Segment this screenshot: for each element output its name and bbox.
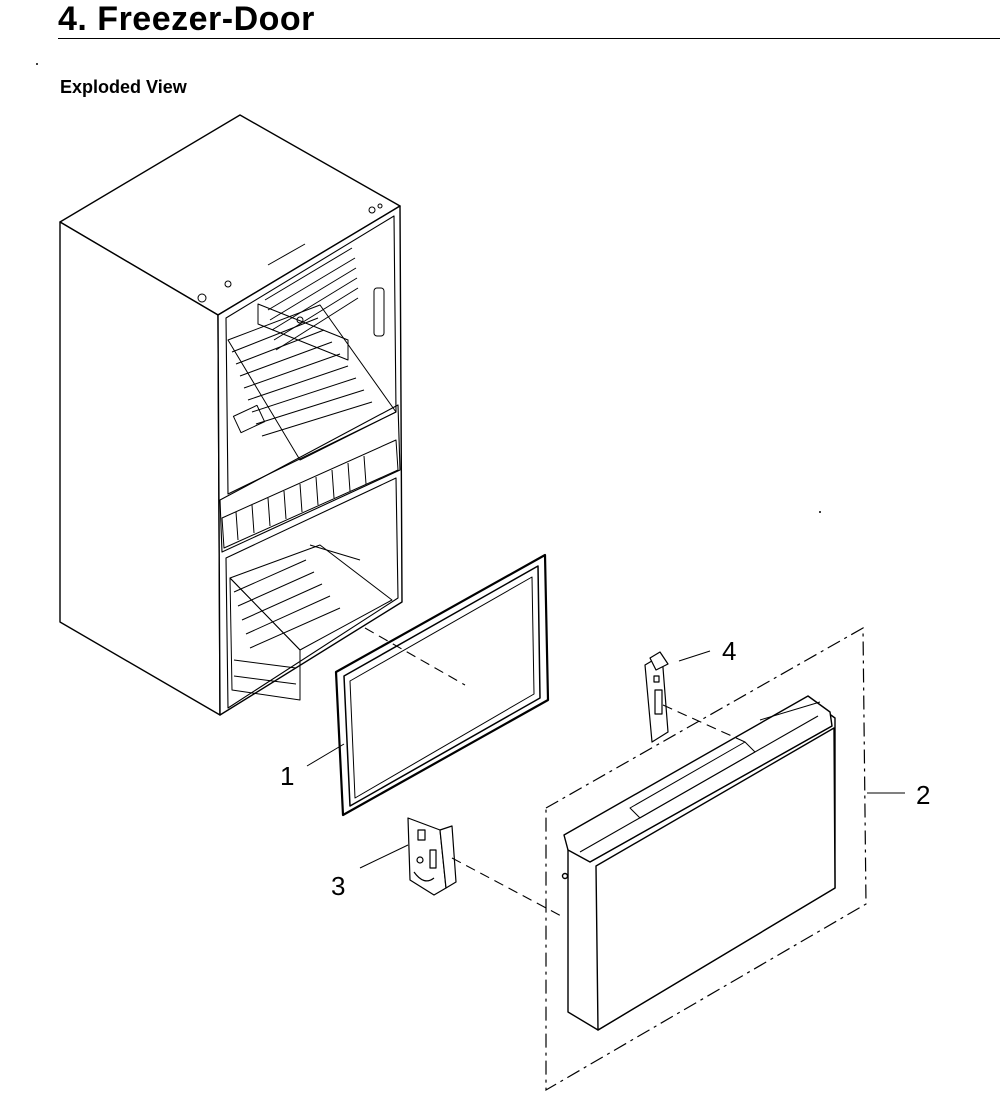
callout-2: 2	[916, 780, 930, 810]
callout-3: 3	[331, 871, 345, 901]
freezer-door-assembly	[561, 695, 836, 1031]
section-label: Exploded View	[60, 77, 187, 97]
door-gasket	[334, 553, 550, 817]
speck	[36, 63, 38, 65]
hinge-bracket-upper	[644, 651, 669, 743]
hinge-bracket-lower	[407, 817, 457, 896]
speck	[819, 511, 821, 513]
page-title: 4. Freezer-Door	[58, 0, 315, 38]
callout-1: 1	[280, 761, 294, 791]
refrigerator-cabinet	[59, 114, 403, 716]
callout-leaders	[306, 650, 905, 869]
callout-4: 4	[722, 636, 736, 666]
door-assembly-boundary	[545, 626, 867, 1092]
title-rule	[58, 38, 1000, 39]
alignment-lines	[364, 627, 746, 919]
